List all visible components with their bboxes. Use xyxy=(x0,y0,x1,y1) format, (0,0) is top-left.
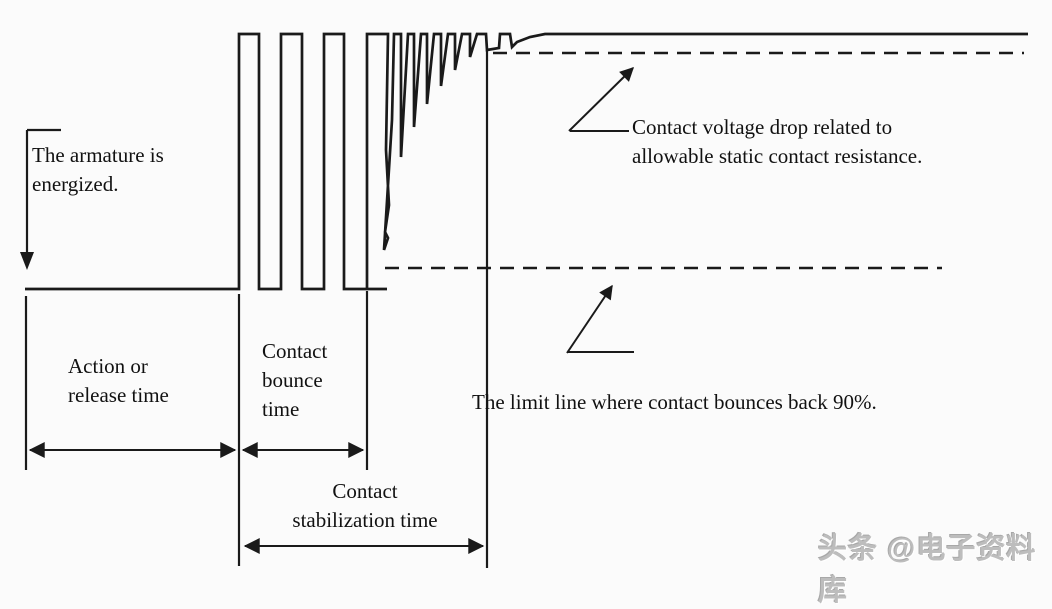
limit-line-label: The limit line where contact bounces bac… xyxy=(472,388,877,417)
armature-arrowhead-icon xyxy=(20,252,34,270)
voltage-drop-line2: allowable static contact resistance. xyxy=(632,143,923,168)
figure-canvas: The armature is energized. Contact volta… xyxy=(20,32,1035,607)
voltage-drop-leader-arrow xyxy=(568,67,634,132)
action-release-time-label: Action or release time xyxy=(68,352,169,410)
action-release-line1: Action or xyxy=(68,354,148,378)
armature-energized-label: The armature is energized. xyxy=(32,141,164,199)
waveform-pulse-train xyxy=(25,32,387,291)
waveform-svg xyxy=(20,32,1028,568)
action-release-line2: release time xyxy=(68,382,169,407)
contact-bounce-line1: Contact xyxy=(262,339,328,363)
limit-line-leader-arrow xyxy=(566,284,613,354)
contact-bounce-line3: time xyxy=(262,396,300,421)
contact-bounce-time-label: Contact bounce time xyxy=(262,337,327,424)
limit-line-text: The limit line where contact bounces bac… xyxy=(472,390,877,414)
voltage-drop-line1: Contact voltage drop related to xyxy=(632,115,893,139)
contact-stabilization-time-label: Contact stabilization time xyxy=(260,477,470,535)
contact-bounce-line2: bounce xyxy=(262,367,323,392)
armature-label-line2: energized. xyxy=(32,171,119,196)
armature-label-line1: The armature is xyxy=(32,143,164,167)
waveform-bounce-decay xyxy=(365,32,1028,289)
voltage-drop-label: Contact voltage drop related to allowabl… xyxy=(632,113,922,171)
contact-stabilization-line2: stabilization time xyxy=(292,507,438,532)
watermark-text: 头条 @电子资料库 xyxy=(818,533,1037,607)
contact-stabilization-line1: Contact xyxy=(332,479,398,503)
